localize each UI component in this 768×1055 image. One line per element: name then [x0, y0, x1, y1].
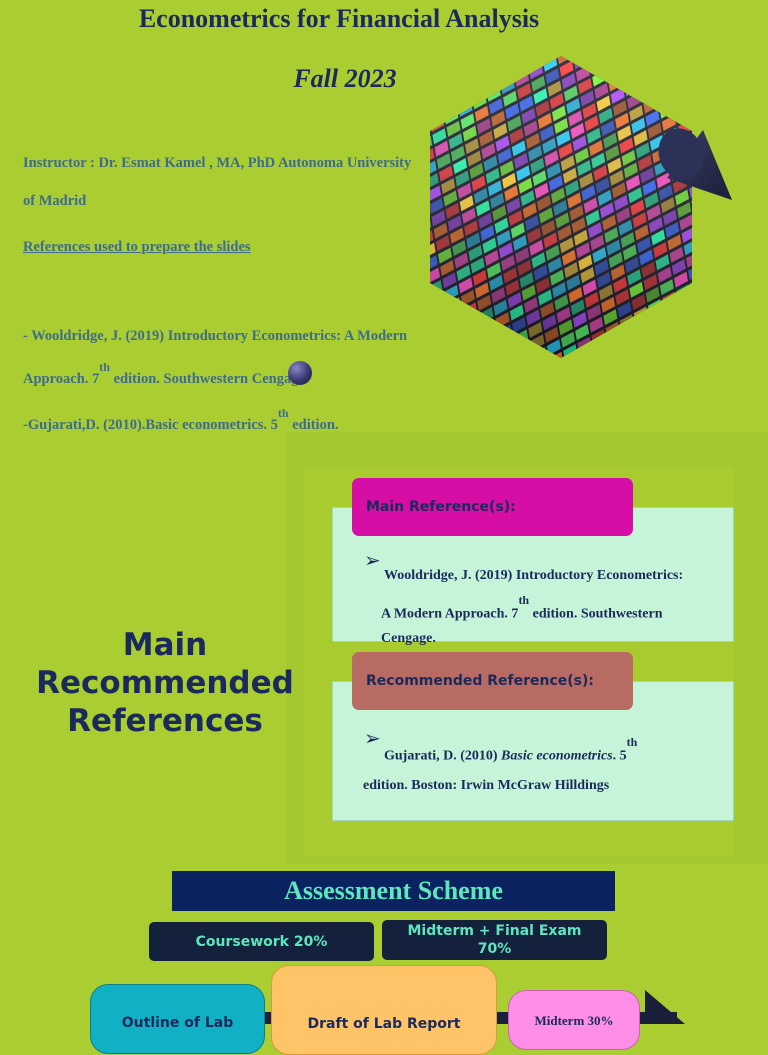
reference-2: -Gujarati,D. (2010).Basic econometrics. … [23, 412, 339, 434]
references-heading: References used to prepare the slides [23, 239, 251, 256]
instructor-line-1: Instructor : Dr. Esmat Kamel , MA, PhD A… [23, 155, 411, 172]
section-heading: Main Recommended References [20, 626, 310, 740]
arrow-bullet-icon: ➢ [364, 548, 381, 572]
main-reference-tag: Main Reference(s): [352, 478, 633, 536]
reference-1-line-2: Approach. 7th edition. Southwestern Ceng… [23, 366, 309, 388]
main-reference-line-3: Cengage. [381, 623, 436, 655]
recommended-reference-tag: Recommended Reference(s): [352, 652, 633, 710]
slide-title: Econometrics for Financial Analysis [0, 4, 678, 34]
assessment-title: Assessment Scheme [172, 871, 615, 911]
outline-lab-box: Outline of Lab [90, 984, 265, 1054]
arrow-bullet-icon: ➢ [364, 726, 381, 750]
process-arrow-head-icon [645, 990, 685, 1024]
draft-lab-report-box: Draft of Lab Report [271, 965, 497, 1055]
purple-sphere-decoration [288, 361, 312, 385]
instructor-line-2: of Madrid [23, 193, 86, 210]
exam-pill: Midterm + Final Exam 70% [382, 920, 607, 960]
cone-shape-decoration [655, 128, 735, 204]
coursework-pill: Coursework 20% [149, 922, 374, 961]
reference-1-line-1: - Wooldridge, J. (2019) Introductory Eco… [23, 328, 407, 345]
term-label: Fall 2023 [240, 64, 450, 94]
recommended-reference-line-2: edition. Boston: Irwin McGraw Hilldings [363, 770, 609, 802]
main-reference-line-1: Wooldridge, J. (2019) Introductory Econo… [384, 560, 683, 592]
recommended-reference-line-1: Gujarati, D. (2010) Basic econometrics. … [384, 734, 637, 773]
hexagon-data-image [430, 56, 692, 358]
midterm-box: Midterm 30% [508, 990, 640, 1050]
